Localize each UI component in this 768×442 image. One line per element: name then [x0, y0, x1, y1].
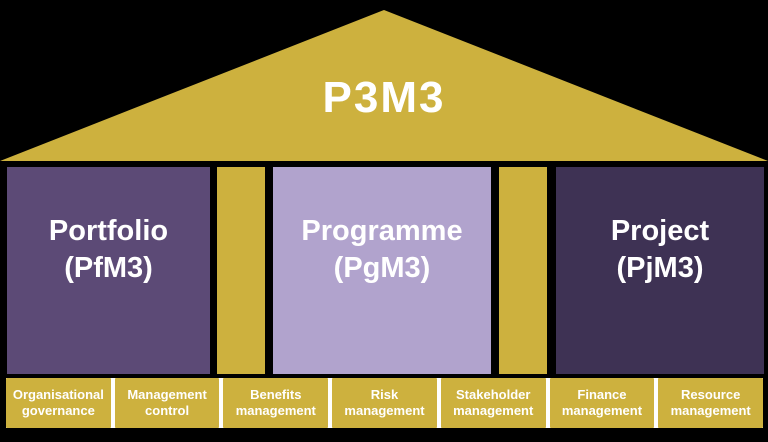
pillar-spacer-right — [499, 167, 547, 374]
model-title: P3M3 — [322, 72, 446, 122]
foundation-label-line2: management — [235, 403, 316, 418]
foundation-box-resource-management: Resource management — [658, 378, 764, 428]
foundation-label-line1: Finance — [577, 387, 627, 402]
foundation-box-management-control: Management control — [114, 378, 220, 428]
foundation-box-benefits-management: Benefits management — [223, 378, 329, 428]
foundation-box-organisational-governance: Organisational governance — [6, 378, 111, 428]
pillar-portfolio: Portfolio (PfM3) — [7, 167, 210, 374]
foundation-box-stakeholder-management: Stakeholder management — [440, 378, 546, 428]
pillar-spacer-left — [217, 167, 265, 374]
pillar-project-name: Project — [610, 215, 710, 247]
pillar-project-abbr: (PjM3) — [616, 252, 704, 284]
foundation-label-line2: control — [145, 403, 190, 418]
pillar-programme-abbr: (PgM3) — [333, 252, 431, 284]
pillar-portfolio-name: Portfolio — [48, 215, 169, 247]
roof-triangle: P3M3 — [0, 10, 768, 161]
foundation-box-risk-management: Risk management — [332, 378, 437, 428]
foundation-label-line2: management — [561, 403, 643, 418]
foundation-label-line1: Organisational — [12, 387, 104, 402]
foundation-label-line2: management — [344, 403, 425, 418]
foundation-label-line2: management — [670, 403, 751, 418]
pillar-programme: Programme (PgM3) — [273, 167, 491, 374]
pillar-portfolio-abbr: (PfM3) — [64, 252, 153, 284]
foundation-label-line1: Risk — [370, 387, 399, 402]
foundation-label-line2: management — [453, 403, 534, 418]
foundation-label-line1: Benefits — [250, 387, 302, 402]
pillar-programme-name: Programme — [301, 215, 463, 247]
foundation-label-line2: governance — [21, 403, 95, 418]
foundation-label-line1: Stakeholder — [456, 387, 531, 402]
foundation-row: Organisational governance Management con… — [6, 378, 764, 428]
pillar-project: Project (PjM3) — [556, 167, 764, 374]
foundation-label-line1: Management — [127, 387, 207, 402]
foundation-box-finance-management: Finance management — [549, 378, 655, 428]
foundation-label-line1: Resource — [681, 387, 741, 402]
